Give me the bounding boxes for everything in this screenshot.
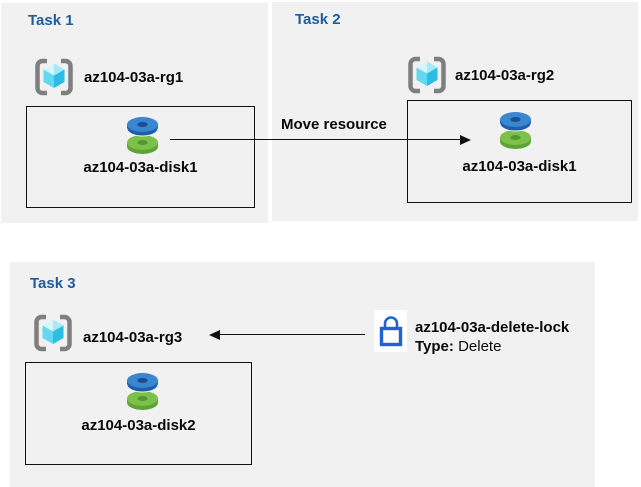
task1-resource-group-icon (33, 57, 75, 102)
lock-arrow-line (219, 334, 365, 335)
delete-lock-icon (378, 313, 404, 354)
task1-title: Task 1 (28, 12, 74, 29)
task3-title: Task 3 (30, 275, 76, 292)
lock-arrow-head-icon (209, 330, 220, 340)
task1-disk-box (26, 106, 255, 208)
task3-resource-group-icon (32, 313, 74, 358)
move-resource-label: Move resource (281, 116, 387, 133)
task3-panel (10, 262, 595, 487)
task2-title: Task 2 (295, 11, 341, 28)
task2-disk-icon (497, 110, 534, 156)
task2-panel (272, 2, 638, 221)
task3-disk-label: az104-03a-disk2 (81, 417, 196, 434)
task2-disk-box (407, 100, 632, 203)
task2-resource-group-icon (406, 55, 448, 100)
move-arrow-line (170, 139, 461, 140)
task1-resource-group-label: az104-03a-rg1 (84, 69, 184, 86)
delete-lock-name: az104-03a-delete-lock (415, 319, 570, 336)
delete-lock-text: az104-03a-delete-lock Type: Delete (415, 318, 569, 356)
task2-disk-label: az104-03a-disk1 (462, 158, 577, 175)
task1-disk-label: az104-03a-disk1 (83, 159, 198, 176)
delete-lock-type-value: Delete (458, 338, 502, 355)
task3-disk-box (25, 362, 252, 465)
task1-panel (1, 3, 268, 223)
move-arrow-head-icon (460, 135, 471, 145)
task1-disk-icon (124, 115, 161, 161)
delete-lock-type: Type: Delete (415, 337, 569, 356)
task3-resource-group-label: az104-03a-rg3 (83, 329, 183, 346)
task3-disk-icon (124, 371, 161, 417)
delete-lock-type-label: Type: (415, 338, 454, 355)
task2-resource-group-label: az104-03a-rg2 (455, 67, 555, 84)
